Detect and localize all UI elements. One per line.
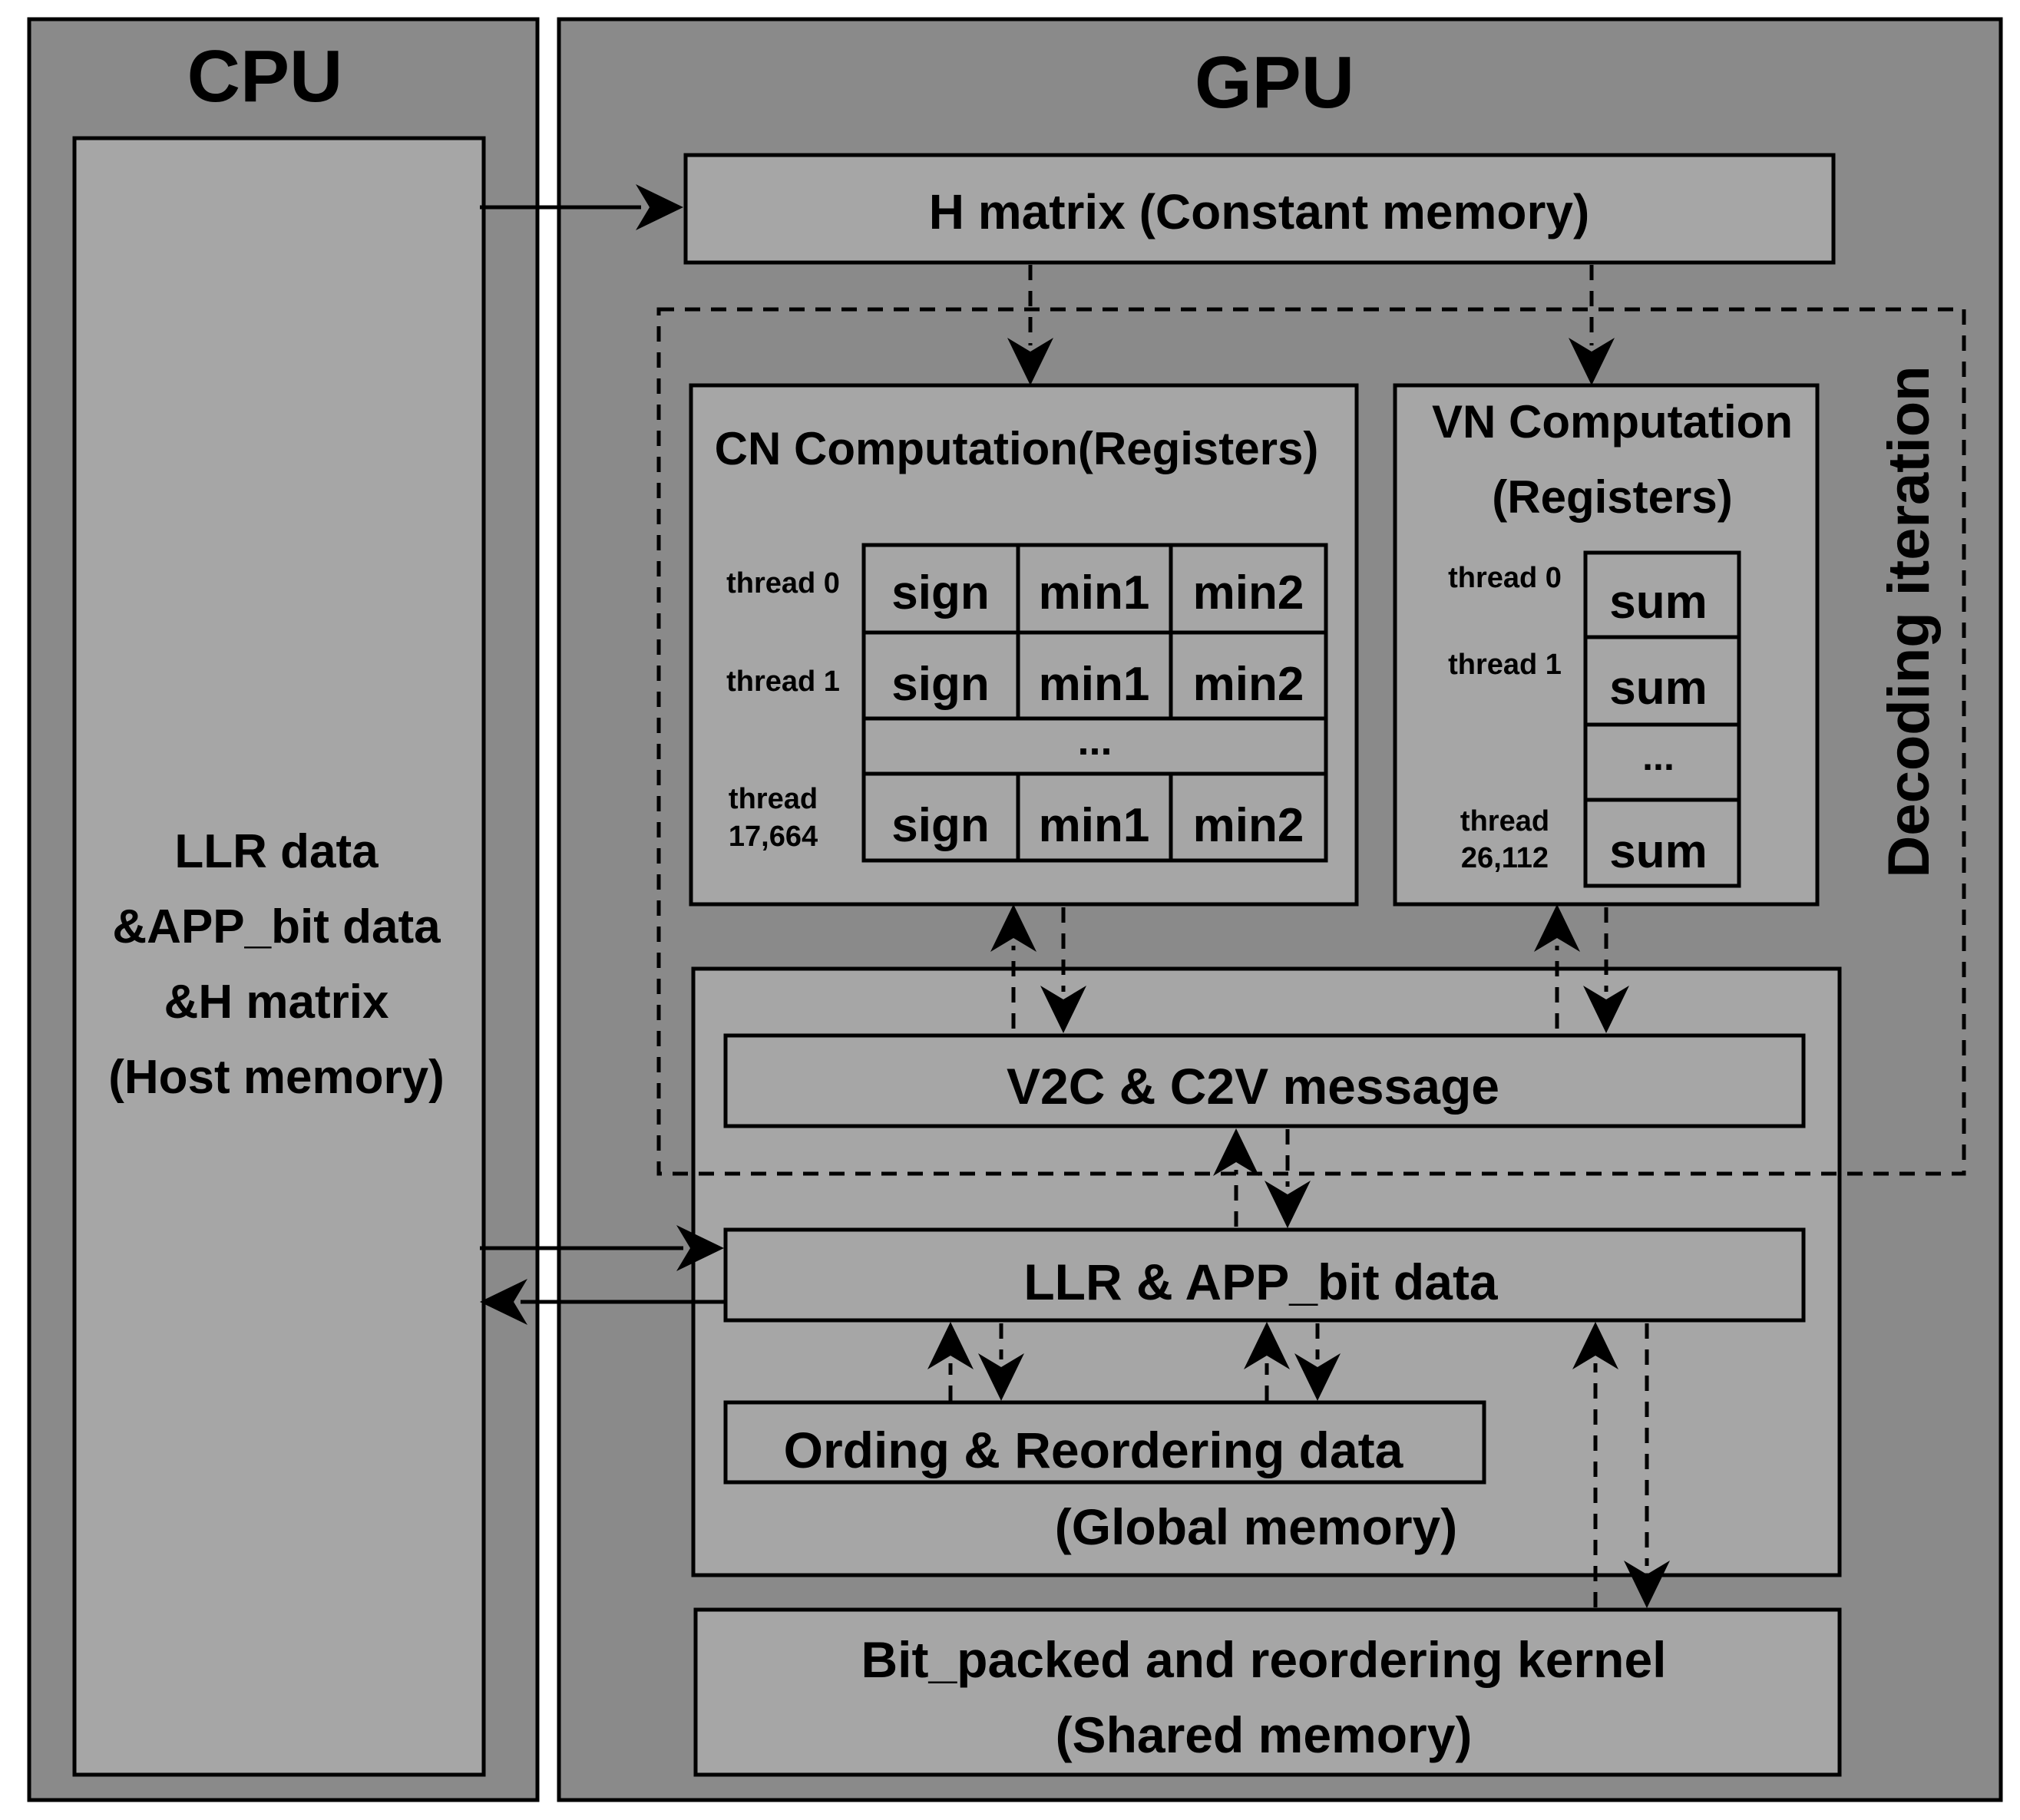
arrow-ording-to-llr-1	[927, 1322, 974, 1401]
arrow-llr-to-kernel	[1624, 1323, 1670, 1608]
vn-register-table	[1583, 550, 1741, 888]
ording-box	[723, 1400, 1486, 1485]
arrow-cn-to-v2c	[1040, 907, 1086, 1033]
vn-computation-title-1: VN Computation	[1432, 396, 1793, 448]
vn-cell-sum-1: sum	[1609, 662, 1707, 715]
cn-register-table	[861, 543, 1328, 863]
kernel-line-2: (Shared memory)	[1056, 1706, 1473, 1763]
host-memory-line-3: &H matrix	[164, 976, 389, 1029]
kernel-box	[693, 1607, 1842, 1777]
cn-cell-min1-last: min1	[1039, 799, 1150, 852]
host-memory-line-4: (Host memory)	[108, 1051, 445, 1104]
cn-ellipsis: ...	[1077, 718, 1112, 764]
arrow-llr-to-host	[480, 1279, 724, 1325]
v2c-c2v-box	[723, 1033, 1806, 1128]
vn-computation-title-2: (Registers)	[1492, 471, 1732, 523]
host-memory-box	[72, 136, 486, 1777]
llr-app-box	[723, 1227, 1806, 1323]
arrow-h-matrix-to-vn	[1569, 265, 1615, 385]
ording-label: Ording & Reordering data	[784, 1422, 1404, 1478]
h-matrix-box	[683, 153, 1836, 265]
vn-thread-1-label: thread 1	[1448, 649, 1562, 681]
cn-cell-min1-1: min1	[1039, 658, 1150, 711]
cn-cell-min2-last: min2	[1193, 799, 1304, 852]
kernel-line-1: Bit_packed and reordering kernel	[861, 1631, 1666, 1688]
arrow-v2c-to-vn	[1534, 904, 1580, 1029]
arrow-llr-to-v2c	[1213, 1128, 1259, 1227]
vn-ellipsis: ...	[1642, 735, 1675, 778]
arrow-v2c-to-llr	[1265, 1129, 1311, 1228]
llr-app-label: LLR & APP_bit data	[1023, 1254, 1499, 1310]
cpu-title: CPU	[187, 35, 343, 117]
cn-cell-sign-1: sign	[891, 658, 989, 711]
vn-thread-last-label: thread	[1460, 805, 1549, 837]
v2c-c2v-label: V2C & C2V message	[1007, 1058, 1499, 1115]
arrow-vn-to-v2c	[1583, 907, 1629, 1033]
vn-thread-last-number: 26,112	[1461, 842, 1549, 874]
vn-cell-sum-last: sum	[1609, 825, 1707, 878]
cn-thread-1-label: thread 1	[726, 666, 840, 698]
arrow-kernel-to-llr	[1572, 1322, 1618, 1607]
arrow-v2c-to-cn	[990, 904, 1036, 1029]
gpu-title: GPU	[1195, 41, 1354, 124]
arrow-ording-to-llr-2	[1244, 1322, 1290, 1401]
cn-thread-last-number: 17,664	[729, 821, 818, 853]
cn-computation-title: CN Computation(Registers)	[715, 423, 1319, 474]
cn-cell-min1-0: min1	[1039, 566, 1150, 619]
vn-cell-sum-0: sum	[1609, 576, 1707, 629]
arrow-h-matrix-to-cn	[1007, 265, 1053, 385]
h-matrix-label: H matrix (Constant memory)	[929, 184, 1590, 239]
decoding-iteration-region	[656, 307, 1966, 1176]
cn-thread-0-label: thread 0	[726, 567, 840, 600]
arrow-host-to-h-matrix	[480, 184, 683, 230]
arrow-llr-to-ording-2	[1294, 1323, 1341, 1401]
arrow-host-to-llr	[480, 1225, 724, 1271]
global-memory-label: (Global memory)	[1055, 1498, 1457, 1555]
cn-cell-sign-last: sign	[891, 799, 989, 852]
host-memory-line-2: &APP_bit data	[112, 900, 441, 953]
decoding-iteration-label: Decoding iteration	[1876, 365, 1942, 877]
vn-thread-0-label: thread 0	[1448, 562, 1562, 594]
cn-thread-last-label: thread	[729, 783, 818, 815]
cn-cell-min2-0: min2	[1193, 566, 1304, 619]
cn-cell-min2-1: min2	[1193, 658, 1304, 711]
host-memory-line-1: LLR data	[174, 825, 379, 878]
cn-cell-sign-0: sign	[891, 566, 989, 619]
arrow-llr-to-ording-1	[978, 1323, 1024, 1401]
